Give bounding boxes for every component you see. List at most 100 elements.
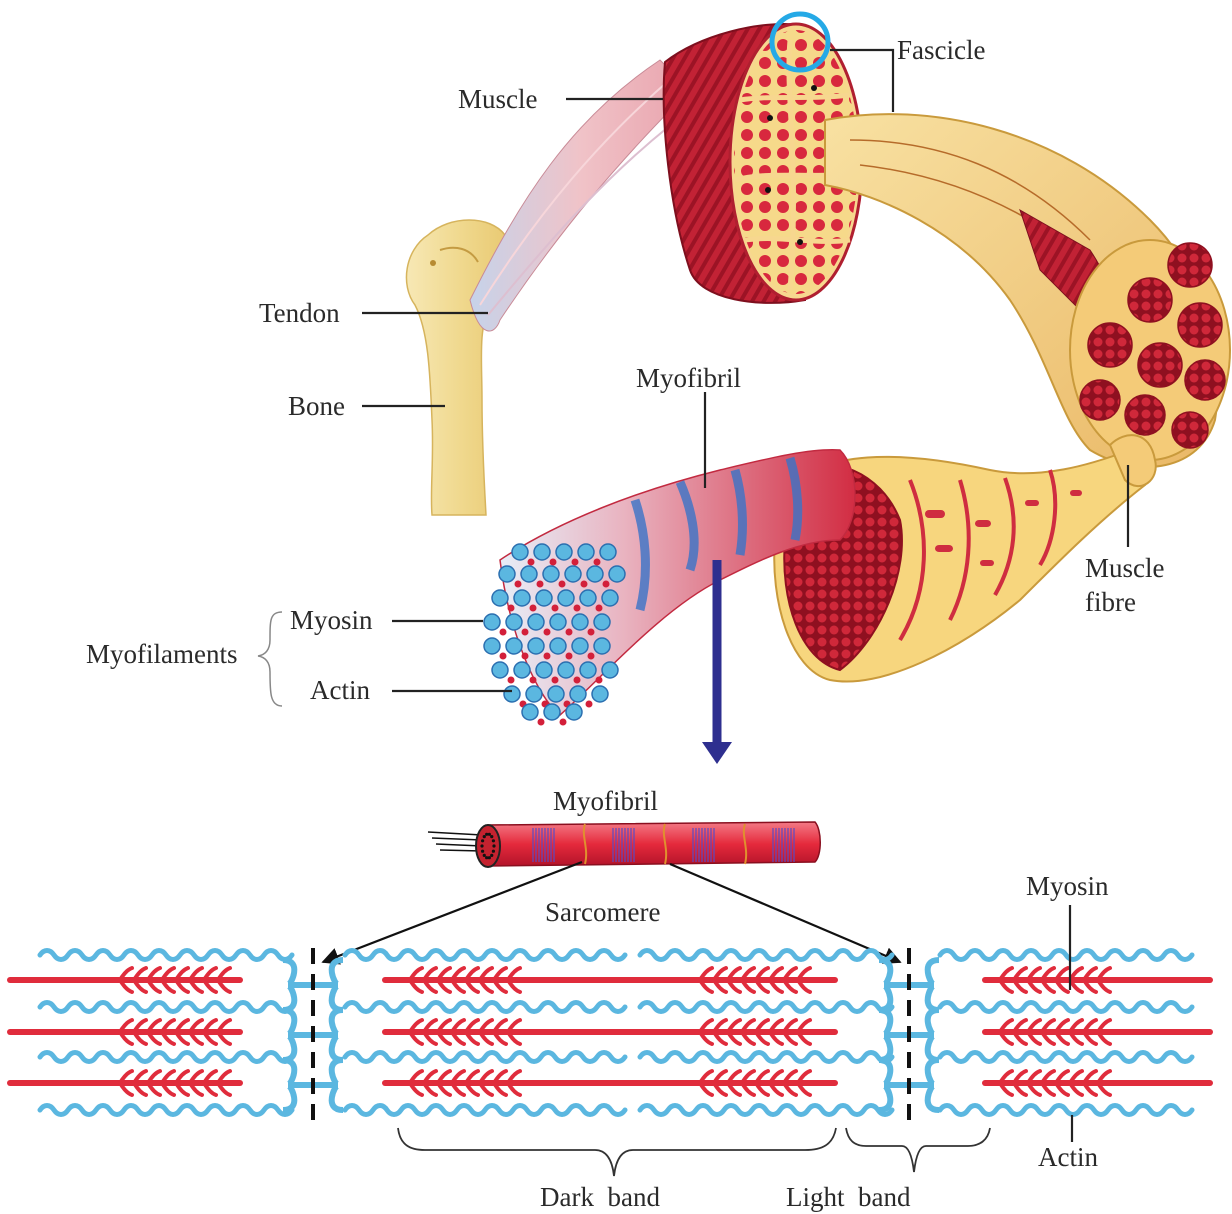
actin-filament-end — [522, 653, 529, 660]
svg-text:Muscle: Muscle — [458, 84, 538, 114]
svg-text:Tendon: Tendon — [259, 298, 340, 328]
myosin-filament-end — [536, 590, 552, 606]
actin-filament — [40, 1003, 292, 1012]
actin-filament-end — [581, 581, 588, 588]
myosin-filament-end — [521, 566, 537, 582]
label-myosin-top: Myosin — [290, 605, 483, 635]
svg-text:Muscle: Muscle — [1085, 553, 1165, 583]
svg-text:Myosin: Myosin — [290, 605, 373, 635]
actin-filament — [40, 951, 292, 960]
label-actin-right: Actin — [1038, 1115, 1098, 1172]
myosin-filament-end — [602, 590, 618, 606]
actin-filament — [40, 1053, 292, 1062]
label-myofilaments: Myofilaments — [86, 612, 282, 706]
actin-filament-end — [528, 559, 535, 566]
actin-filament-end — [603, 581, 610, 588]
actin-filament-end — [588, 653, 595, 660]
myosin-filament-end — [609, 566, 625, 582]
label-myofibril-bottom: Myofibril — [553, 786, 658, 816]
actin-filament-end — [594, 559, 601, 566]
fascicle-cross-section — [1070, 240, 1230, 460]
actin-filament-end — [522, 629, 529, 636]
myosin-filament-end — [594, 614, 610, 630]
myosin-filament-end — [572, 614, 588, 630]
myosin-filament-end — [512, 544, 528, 560]
label-bone: Bone — [288, 391, 445, 421]
actin-filament-end — [552, 605, 559, 612]
actin-filament-end — [515, 581, 522, 588]
myosin-filament-end — [514, 590, 530, 606]
actin-filament-end — [530, 677, 537, 684]
svg-text:Actin: Actin — [1038, 1142, 1098, 1172]
myosin-filament-end — [580, 590, 596, 606]
myosin-filament-end — [543, 566, 559, 582]
actin-filament-end — [596, 677, 603, 684]
svg-text:Bone: Bone — [288, 391, 345, 421]
actin-filament-end — [559, 581, 566, 588]
actin-filament-end — [544, 629, 551, 636]
actin-filament-end — [560, 719, 567, 726]
svg-text:Myosin: Myosin — [1026, 871, 1109, 901]
myosin-filament-end — [592, 686, 608, 702]
myosin-filament-end — [506, 638, 522, 654]
actin-filament-end — [588, 629, 595, 636]
myosin-filament-end — [558, 662, 574, 678]
sarcomere-arrow-right — [670, 864, 900, 962]
svg-text:Fascicle: Fascicle — [897, 35, 985, 65]
myosin-filament-end — [580, 662, 596, 678]
myosin-filament-end — [587, 566, 603, 582]
actin-filament-end — [596, 605, 603, 612]
sarcomere-arrow-left — [323, 862, 582, 962]
actin-filament-end — [508, 605, 515, 612]
actin-filament-end — [530, 605, 537, 612]
actin-filament-end — [538, 719, 545, 726]
myosin-filament-end — [504, 686, 520, 702]
myosin-filament-end — [548, 686, 564, 702]
actin-filament-end — [566, 629, 573, 636]
actin-filament-end — [550, 559, 557, 566]
myosin-filament-end — [550, 638, 566, 654]
myosin-filament-end — [528, 638, 544, 654]
actin-filament — [640, 1053, 892, 1062]
myosin-filament-end — [484, 638, 500, 654]
actin-filament — [345, 1003, 625, 1012]
myosin-filament-end — [556, 544, 572, 560]
actin-filament — [345, 951, 625, 960]
myosin-filament-end — [514, 662, 530, 678]
myosin-filament-end — [499, 566, 515, 582]
actin-filament — [640, 1106, 892, 1115]
myosin-filament-end — [492, 662, 508, 678]
myosin-filament-end — [570, 686, 586, 702]
actin-filament-end — [552, 677, 559, 684]
actin-filament-end — [537, 581, 544, 588]
myosin-filament-end — [558, 590, 574, 606]
actin-filament — [940, 1106, 1192, 1115]
actin-filament — [345, 1053, 625, 1062]
myosin-filament-end — [566, 704, 582, 720]
svg-text:Myofilaments: Myofilaments — [86, 639, 237, 669]
myosin-filament-end — [536, 662, 552, 678]
myosin-filament-end — [565, 566, 581, 582]
label-light-band: Light band — [786, 1182, 911, 1212]
myosin-filament-end — [534, 544, 550, 560]
myosin-filament-end — [526, 686, 542, 702]
actin-filament — [40, 1106, 292, 1115]
myosin-filament-end — [506, 614, 522, 630]
svg-text:Actin: Actin — [310, 675, 370, 705]
actin-filament-end — [500, 629, 507, 636]
myosin-filament-end — [602, 662, 618, 678]
actin-filament — [940, 951, 1192, 960]
label-sarcomere: Sarcomere — [545, 897, 660, 927]
sarcomere-filaments — [10, 951, 1210, 1115]
actin-filament-end — [574, 605, 581, 612]
actin-filament-end — [508, 677, 515, 684]
myosin-filament-end — [578, 544, 594, 560]
actin-filament-end — [574, 677, 581, 684]
actin-filament — [640, 1003, 892, 1012]
actin-filament-end — [572, 559, 579, 566]
myosin-filament-end — [572, 638, 588, 654]
actin-filament-end — [544, 653, 551, 660]
actin-filament-end — [586, 701, 593, 708]
